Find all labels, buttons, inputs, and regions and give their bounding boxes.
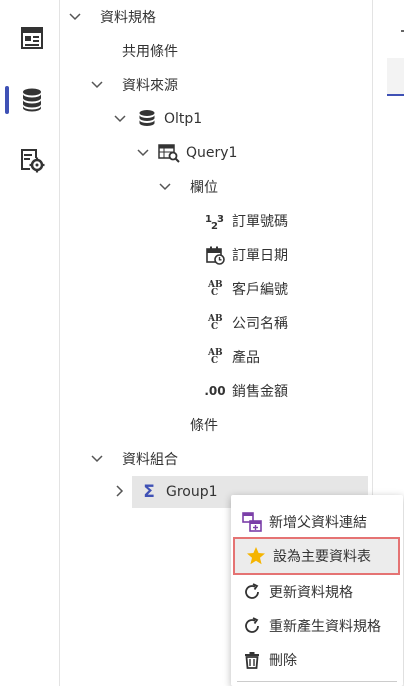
tree-node-shared-conditions[interactable]: 共用條件 [122,36,178,66]
database-icon [23,88,41,112]
chevron-right-icon[interactable] [113,484,127,498]
chevron-down-icon[interactable] [158,180,172,194]
star-icon [245,545,267,567]
settings-tab[interactable] [10,140,54,180]
menu-item-label: 新增父資料連結 [269,515,367,531]
tree-node-label: Oltp1 [164,111,203,127]
tree-node-label: 資料規格 [100,10,156,26]
data-spec-tree: 資料規格 共用條件 資料來源 Oltp1 [60,0,372,686]
date-type-icon [204,244,226,266]
tree-node-data-source[interactable]: 資料來源 [122,70,178,100]
tree-node-query[interactable]: Query1 [158,138,237,168]
field-label: 訂單日期 [232,248,288,264]
icon-rail [0,0,60,686]
menu-divider [237,681,397,682]
tree-node-field[interactable]: .00 銷售金額 [204,376,288,406]
context-menu: 新增父資料連結 設為主要資料表 更新資料規格 重新產生資料規格 [231,495,403,686]
table-query-icon [158,142,180,164]
tree-node-field[interactable]: 訂單日期 [204,240,288,270]
tree-node-label: Query1 [186,145,238,161]
sigma-icon: Σ [143,482,155,502]
menu-item-regenerate-spec[interactable]: 重新產生資料規格 [231,609,403,643]
decimal-type-icon: .00 [204,384,226,398]
report-tab[interactable] [10,18,54,58]
trash-icon [241,649,263,671]
tree-node-label: 欄位 [190,180,218,196]
chevron-down-icon[interactable] [113,112,127,126]
chevron-down-icon[interactable] [90,78,104,92]
tree-node-label: 資料來源 [122,78,178,94]
menu-item-label: 刪除 [269,653,297,669]
number-type-icon: 1 2 3 [204,210,226,232]
tree-node-oltp[interactable]: Oltp1 [136,104,202,134]
tree-node-label: 共用條件 [122,44,178,60]
tree-node-label: 條件 [190,418,218,434]
tree-node-conditions[interactable]: 條件 [190,410,218,440]
panel-dash [401,30,404,32]
field-label: 產品 [232,350,260,366]
tree-node-data-group[interactable]: 資料組合 [122,444,178,474]
document-gear-icon [21,149,45,173]
tree-node-root[interactable]: 資料規格 [100,2,156,32]
tree-node-label: Group1 [166,484,218,500]
menu-item-label: 重新產生資料規格 [269,619,381,635]
chevron-down-icon[interactable] [136,146,150,160]
data-spec-tab[interactable] [5,80,54,120]
field-label: 訂單號碼 [232,214,288,230]
tree-node-fields[interactable]: 欄位 [190,172,218,202]
refresh-icon [241,581,263,603]
chevron-down-icon[interactable] [90,452,104,466]
menu-item-label: 更新資料規格 [269,585,353,601]
svg-text:3: 3 [217,214,224,225]
menu-item-delete[interactable]: 刪除 [231,643,403,677]
svg-text:1: 1 [205,214,212,225]
menu-item-set-primary-table[interactable]: 設為主要資料表 [233,537,400,575]
field-label: 銷售金額 [232,384,288,400]
database-icon [136,108,158,130]
report-icon [21,27,43,49]
menu-item-label: 設為主要資料表 [273,549,371,565]
tree-node-label: 資料組合 [122,452,178,468]
tree-node-field[interactable]: 1 2 3 訂單號碼 [204,206,288,236]
menu-item-refresh-spec[interactable]: 更新資料規格 [231,575,403,609]
menu-item-add-parent-link[interactable]: 新增父資料連結 [231,505,403,539]
field-label: 客戶編號 [232,282,288,298]
field-label: 公司名稱 [232,316,288,332]
regenerate-icon [241,615,263,637]
svg-text:2: 2 [211,221,218,231]
add-parent-link-icon [241,511,263,533]
panel-tab[interactable] [387,58,404,96]
chevron-down-icon[interactable] [68,10,82,24]
